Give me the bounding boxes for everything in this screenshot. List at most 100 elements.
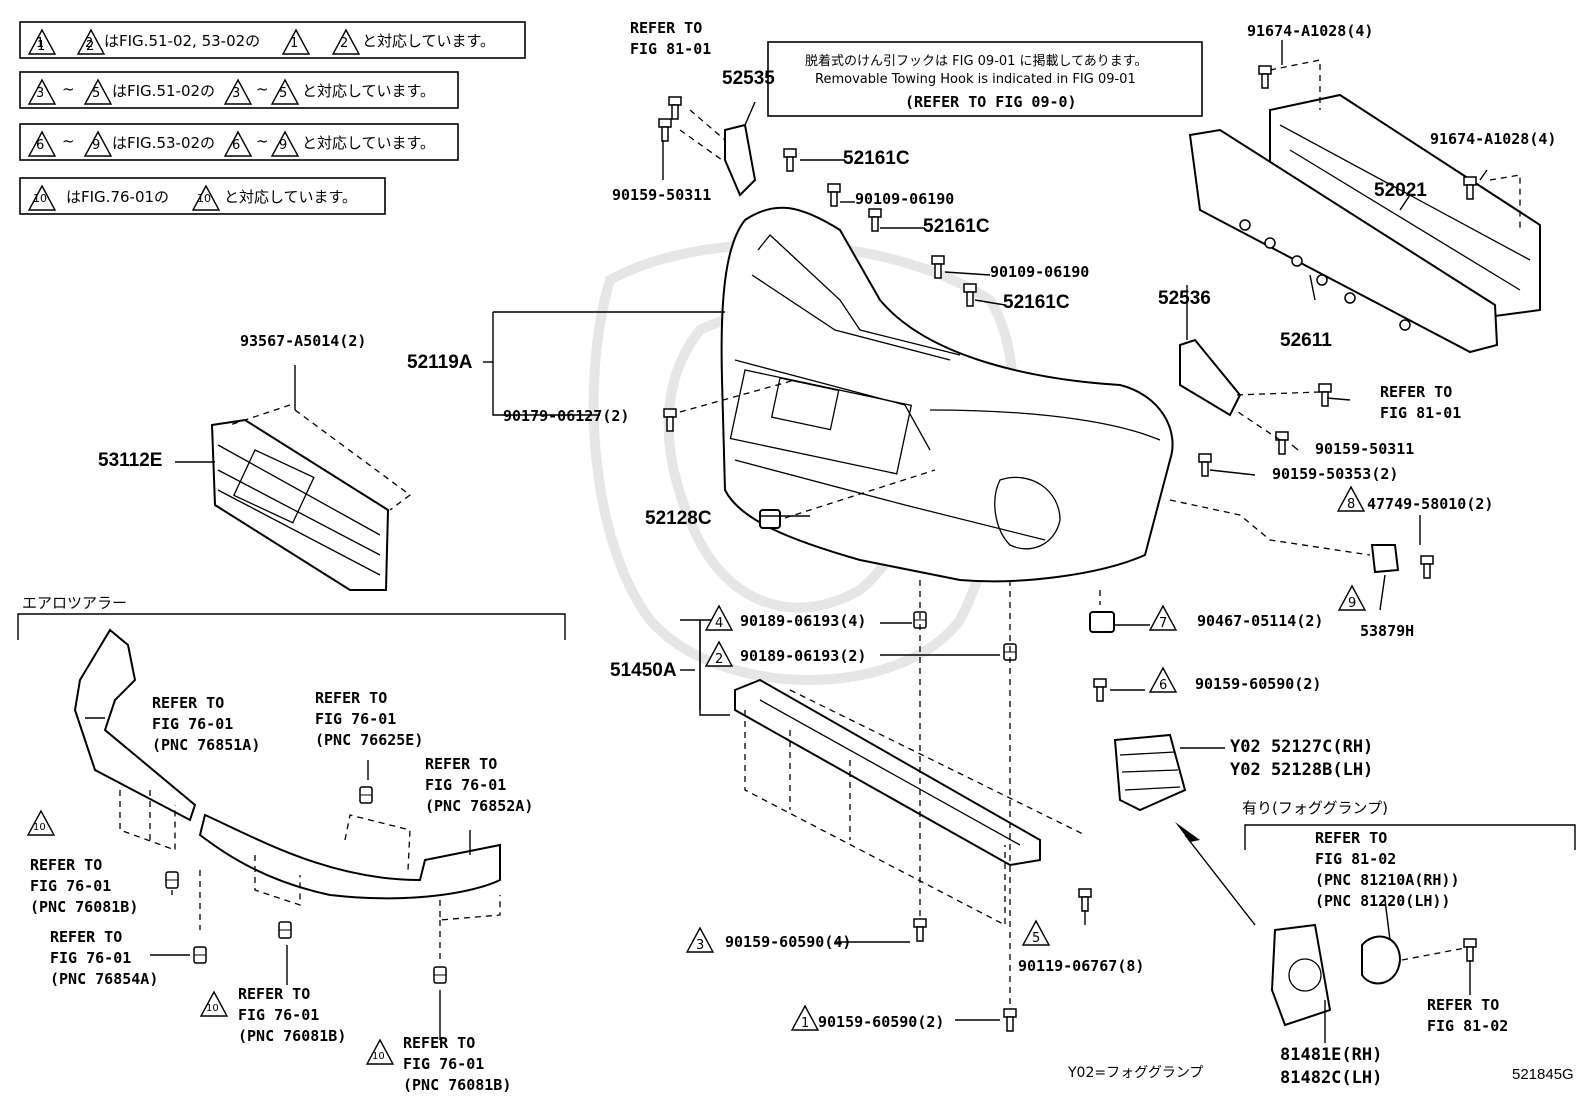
legend-tri-label: 9	[279, 138, 288, 153]
part-91674-a1028: 91674-A1028(4)	[1430, 130, 1557, 148]
marker-1: 1	[801, 1016, 810, 1031]
legend-tri-label: 3	[36, 86, 45, 101]
y02-note: Y02=フォググランプ	[1068, 1065, 1204, 1081]
legend-tilde: ~	[256, 80, 269, 98]
aero-spoiler	[17, 613, 566, 984]
part-52611: 52611	[1280, 330, 1332, 351]
fog-lamp-area	[1113, 733, 1576, 1027]
small-parts	[663, 379, 1434, 702]
legend-tri-label: 1	[36, 36, 45, 51]
part-52161c: 52161C	[1003, 292, 1070, 313]
part-90189-06193: 90189-06193(4)	[740, 612, 867, 630]
part-93567-a5014: 93567-A5014(2)	[240, 332, 367, 350]
notice-en: Removable Towing Hook is indicated in FI…	[815, 72, 1136, 87]
part-90109-06190: 90109-06190	[855, 190, 955, 208]
part-52021: 52021	[1374, 180, 1427, 201]
legend-tri-label: 5	[279, 86, 288, 101]
part-47749-58010: 47749-58010(2)	[1367, 495, 1494, 513]
legend-tri-label: 10	[33, 192, 47, 205]
legend-tri-1b: 2	[86, 39, 94, 54]
legend-tri-label: 9	[92, 138, 101, 153]
legend-tri-label: 6	[232, 138, 241, 153]
legend-tri-label: 6	[36, 138, 45, 153]
marker-5: 5	[1032, 931, 1041, 946]
marker-9: 9	[1348, 596, 1357, 611]
part-90119-06767: 90119-06767(8)	[1018, 957, 1145, 975]
marker-7: 7	[1159, 616, 1168, 631]
notice-jp: 脱着式のけん引フックは FIG 09-01 に掲載してあります。	[805, 54, 1148, 69]
part-90159-50311: 90159-50311	[1315, 440, 1415, 458]
part-90159-60590: 90159-60590(2)	[818, 1013, 945, 1031]
part-90159-50311: 90159-50311	[612, 186, 712, 204]
reinforcement	[1188, 59, 1541, 354]
lower-absorber	[734, 580, 1101, 1032]
marker-10: 10	[206, 1003, 219, 1014]
marker-8: 8	[1347, 497, 1356, 512]
legend-row-2-tail: と対応しています。	[302, 82, 436, 100]
part-90179-06127: 90179-06127(2)	[503, 407, 630, 425]
part-90109-06190: 90109-06190	[990, 263, 1090, 281]
marker-2: 2	[715, 652, 724, 667]
part-90189-06193: 90189-06193(2)	[740, 647, 867, 665]
legend-tilde: ~	[62, 132, 75, 150]
part-52161c: 52161C	[923, 216, 990, 237]
legend-row-2-mid: はFIG.51-02の	[112, 82, 216, 100]
figure-id: 521845G	[1512, 1066, 1574, 1083]
part-52535: 52535	[722, 68, 775, 89]
part-90159-60590: 90159-60590(4)	[725, 933, 852, 951]
legend-tri-label: 2	[340, 36, 349, 51]
legend-row-3-tail: と対応しています。	[302, 134, 436, 152]
leader-lines	[85, 40, 1488, 1043]
marker-3: 3	[696, 938, 705, 953]
legend-row-4-mid: はFIG.76-01の	[66, 188, 170, 206]
part-51450a: 51450A	[610, 660, 677, 681]
legend-tilde: ~	[256, 132, 269, 150]
grille	[210, 404, 412, 591]
legend-row-1-tail: と対応しています。	[362, 32, 496, 50]
part-53879h: 53879H	[1360, 622, 1415, 640]
marker-6: 6	[1159, 678, 1168, 693]
legend-tilde: ~	[62, 80, 75, 98]
part-90159-50353: 90159-50353(2)	[1272, 465, 1399, 483]
marker-10: 10	[372, 1051, 385, 1062]
bumper-cover	[720, 206, 1174, 583]
legend-row-4-tail: と対応しています。	[224, 188, 358, 206]
part-91674-a1028: 91674-A1028(4)	[1247, 22, 1374, 40]
part-53112e: 53112E	[98, 450, 163, 471]
part-52128b: Y02 52128B(LH)	[1230, 760, 1374, 780]
legend-tri-label: 3	[232, 86, 241, 101]
aero-tourer-label: エアロツアラー	[22, 594, 128, 612]
marker-10: 10	[33, 822, 46, 833]
part-90467-05114: 90467-05114(2)	[1197, 612, 1324, 630]
part-81481e: 81481E(RH)	[1280, 1045, 1383, 1065]
part-81482c: 81482C(LH)	[1280, 1068, 1383, 1088]
legend-row-3-mid: はFIG.53-02の	[112, 134, 216, 152]
part-52127c: Y02 52127C(RH)	[1230, 737, 1374, 757]
brackets	[658, 96, 1332, 477]
part-90159-60590: 90159-60590(2)	[1195, 675, 1322, 693]
legend-row-1-mid: はFIG.51-02, 53-02の	[104, 32, 261, 50]
part-52119a: 52119A	[407, 352, 473, 373]
notice-ref: (REFER TO FIG 09-0)	[905, 93, 1077, 111]
part-52536: 52536	[1158, 288, 1211, 309]
part-52161c: 52161C	[843, 148, 910, 169]
towing-notice-box	[767, 41, 1203, 117]
legend-tri-label: 10	[197, 192, 211, 205]
part-52128c: 52128C	[645, 508, 712, 529]
legend-tri-label: 2	[85, 36, 94, 51]
legend-tri-label: 5	[92, 86, 101, 101]
legend: 1 2	[19, 21, 526, 215]
foglamp-option-label: 有り(フォググランプ)	[1242, 799, 1388, 817]
